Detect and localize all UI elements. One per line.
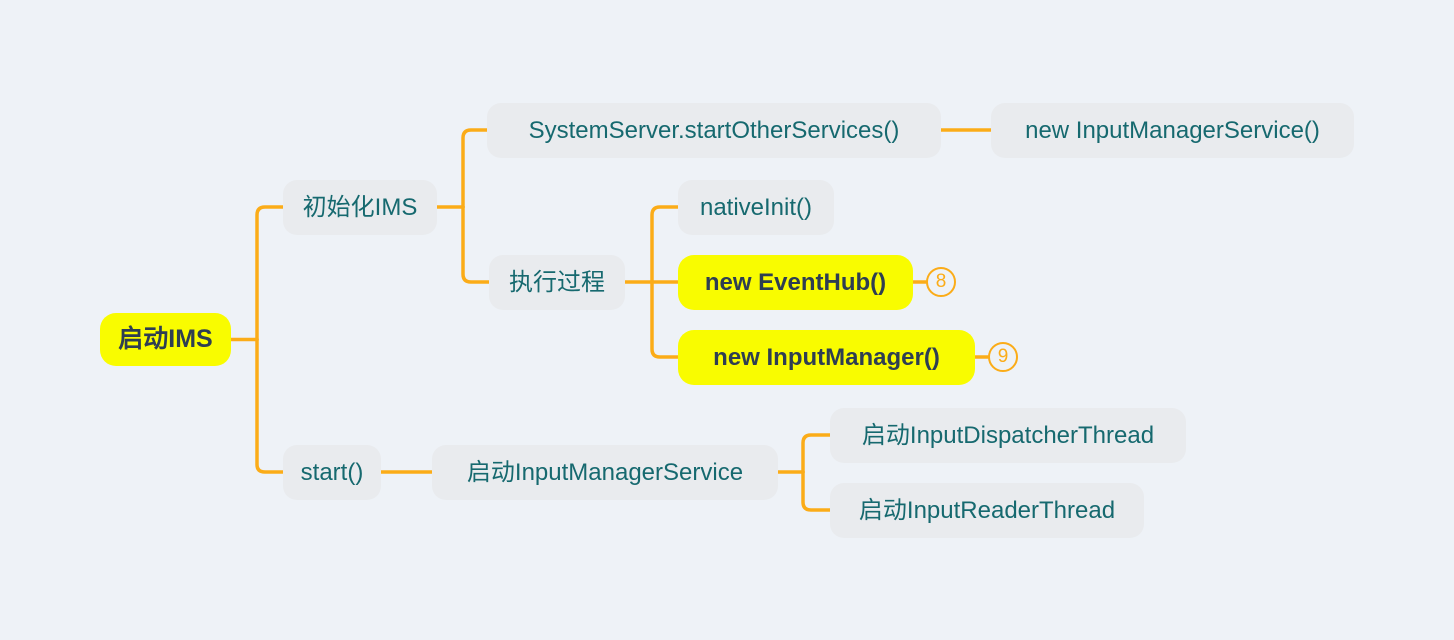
node-label: 启动InputReaderThread (858, 496, 1116, 524)
node-label: 执行过程 (509, 268, 605, 296)
badge-label: 8 (935, 271, 947, 292)
node-start-inputdispatcherthread[interactable]: 启动InputDispatcherThread (830, 407, 1186, 463)
edge-root-start (255, 337, 285, 474)
number-badge-8[interactable]: 8 (926, 267, 956, 297)
edge-init-exec (461, 205, 491, 284)
node-start[interactable]: start() (283, 444, 381, 500)
node-start-inputreaderthread[interactable]: 启动InputReaderThread (830, 482, 1144, 538)
node-root-start-ims[interactable]: 启动IMS (100, 313, 231, 366)
number-badge-9[interactable]: 9 (988, 342, 1018, 372)
edge-startims-reader (801, 470, 832, 512)
node-label: start() (300, 458, 364, 486)
edge-startims-dispatcher (801, 433, 832, 474)
badge-label: 9 (997, 346, 1009, 367)
node-new-inputmanager[interactable]: new InputManager() (678, 329, 975, 385)
node-label: new InputManager() (713, 343, 940, 371)
node-systemserver-startotherservices[interactable]: SystemServer.startOtherServices() (487, 102, 941, 158)
node-label: nativeInit() (699, 193, 813, 221)
node-new-eventhub[interactable]: new EventHub() (678, 254, 913, 310)
node-label: 启动InputDispatcherThread (861, 421, 1155, 449)
node-label: new EventHub() (704, 268, 887, 296)
edge-exec-inputmgr (650, 280, 680, 359)
node-new-inputmanagerservice[interactable]: new InputManagerService() (991, 102, 1354, 158)
node-nativeinit[interactable]: nativeInit() (678, 179, 834, 235)
node-label: SystemServer.startOtherServices() (528, 116, 900, 144)
node-init-ims[interactable]: 初始化IMS (283, 179, 437, 235)
node-start-inputmanagerservice[interactable]: 启动InputManagerService (432, 444, 778, 500)
node-exec-process[interactable]: 执行过程 (489, 254, 625, 310)
edge-root-init (255, 205, 285, 342)
node-label: 启动IMS (118, 325, 213, 353)
edge-init-sysserver (461, 128, 489, 209)
node-label: 启动InputManagerService (466, 458, 744, 486)
node-label: 初始化IMS (302, 193, 418, 221)
edge-exec-nativeinit (650, 205, 680, 284)
node-label: new InputManagerService() (1025, 116, 1320, 144)
